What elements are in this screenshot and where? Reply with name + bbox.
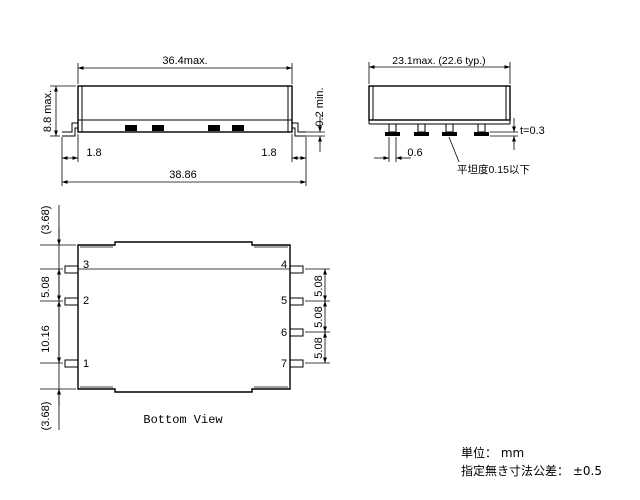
lead-right <box>292 122 306 133</box>
pad-1 <box>64 359 79 368</box>
pitch-total-label: 38.86 <box>169 169 197 181</box>
pad-2 <box>64 297 79 306</box>
pad-3 <box>64 265 79 274</box>
right-pitch-3-label: 5.08 <box>313 337 325 358</box>
bottom-view: 3 2 1 4 5 6 7 (3.68) 5.08 10.16 (3.68) 5… <box>40 205 330 430</box>
pin-label-2: 2 <box>83 295 89 307</box>
side-width-label: 23.1max. (22.6 typ.) <box>392 55 485 67</box>
lead-thickness-label: t=0.3 <box>520 125 545 137</box>
pin-label-5: 5 <box>281 295 287 307</box>
pin-stub <box>232 125 244 131</box>
bottom-view-caption: Bottom View <box>143 413 223 427</box>
lead-left-label: 1.8 <box>86 147 101 159</box>
pin-label-4: 4 <box>281 259 287 271</box>
bottom-body <box>77 241 291 393</box>
unit-note: 単位： mm <box>461 446 525 460</box>
pin-stub <box>208 125 220 131</box>
pad-5 <box>289 297 304 306</box>
left-pitch-lower-label: 10.16 <box>40 325 52 353</box>
side-lead <box>388 123 397 133</box>
lead-left <box>62 122 78 133</box>
left-pitch-upper-label: 5.08 <box>40 276 52 297</box>
pad-7 <box>289 359 304 368</box>
overall-length-label: 36.4max. <box>162 55 207 67</box>
lead-width-label: 0.6 <box>407 147 422 159</box>
pin-label-1: 1 <box>83 358 89 370</box>
pad-4 <box>289 265 304 274</box>
pin-stub <box>125 125 137 131</box>
standoff-label: 0.2 min. <box>314 87 326 126</box>
pad-6 <box>289 328 304 337</box>
side-lead <box>477 123 486 133</box>
side-body <box>368 85 511 121</box>
pin-label-7: 7 <box>281 358 287 370</box>
pin-stub <box>152 125 164 131</box>
right-pitch-2-label: 5.08 <box>313 306 325 327</box>
coplanarity-label: 平坦度0.15以下 <box>457 163 530 176</box>
front-view: 36.4max. 8.8 max. 0.2 min. 1.8 1.8 38.86 <box>42 55 326 186</box>
top-offset-label: (3.68) <box>40 206 52 235</box>
side-lead <box>445 123 454 133</box>
side-view: 23.1max. (22.6 typ.) 0.6 t=0.3 平坦度0.15以下 <box>368 55 545 176</box>
right-pitch-1-label: 5.08 <box>313 275 325 296</box>
side-lead <box>417 123 426 133</box>
height-label: 8.8 max. <box>42 90 54 132</box>
tolerance-note: 指定無き寸法公差： ±0.5 <box>461 464 602 478</box>
lead-right-label: 1.8 <box>261 147 276 159</box>
front-body <box>77 85 293 133</box>
pin-label-3: 3 <box>83 259 89 271</box>
pin-label-6: 6 <box>281 327 287 339</box>
bottom-offset-label: (3.68) <box>40 402 52 431</box>
